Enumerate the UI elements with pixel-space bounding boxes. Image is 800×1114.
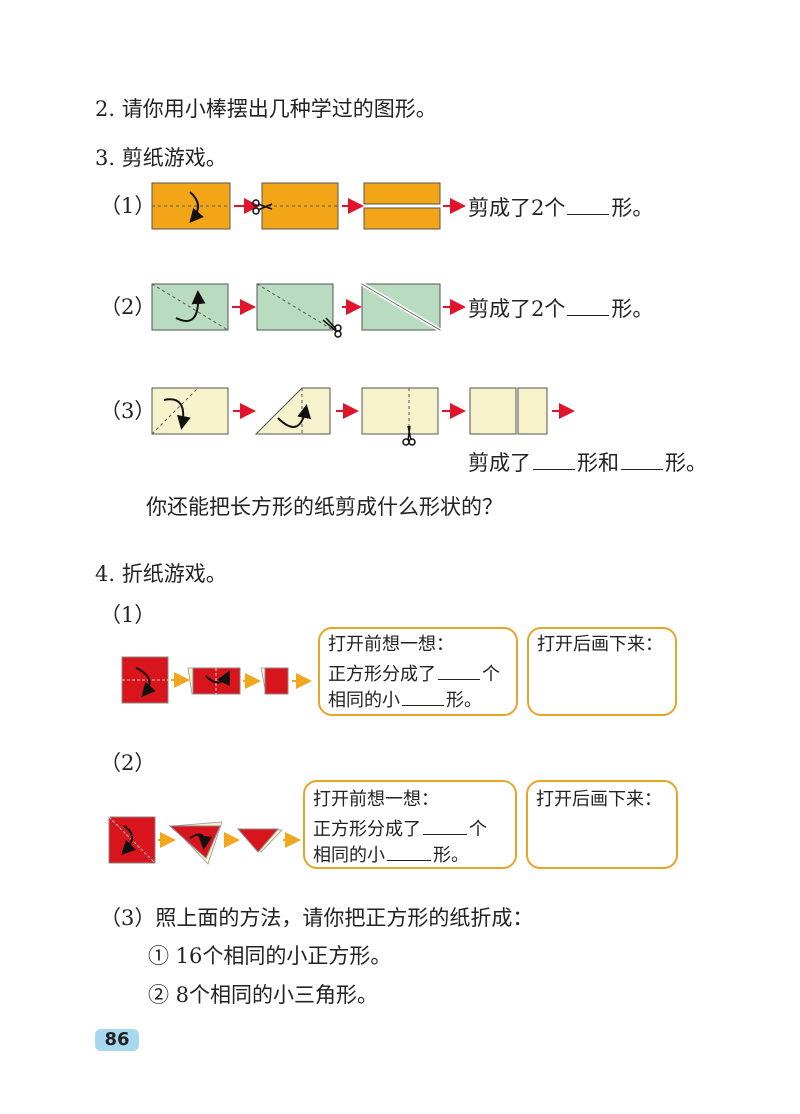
q3-extension-question: 你还能把长方形的纸剪成什么形状的？ — [146, 495, 503, 519]
question-2: 2. 请你用小棒摆出几种学过的图形。 — [95, 97, 437, 121]
draw-title: 打开后画下来： — [536, 789, 662, 810]
think-line-2: 相同的小形。 — [313, 842, 469, 868]
q3-part2-result: 剪成了2个形。 — [468, 297, 654, 321]
q4-part1-think-box: 打开前想一想： 正方形分成了个 相同的小形。 — [318, 627, 518, 716]
cut-row-1 — [151, 182, 466, 230]
q4-part1-draw-box[interactable]: 打开后画下来： — [527, 627, 677, 716]
answer-blank[interactable] — [402, 687, 444, 706]
q4-part3-label: （3）照上面的方法，请你把正方形的纸折成： — [100, 906, 534, 930]
think-line-1: 正方形分成了个 — [313, 816, 487, 842]
question-4-title: 4. 折纸游戏。 — [95, 562, 227, 586]
q4-part2-think-box: 打开前想一想： 正方形分成了个 相同的小形。 — [303, 780, 517, 869]
scissors-icon — [252, 199, 273, 215]
scissors-icon — [322, 317, 342, 338]
q3-part1-result: 剪成了2个形。 — [468, 196, 654, 220]
think-line-2: 相同的小形。 — [328, 687, 482, 713]
answer-blank[interactable] — [567, 297, 610, 316]
think-line-1: 正方形分成了个 — [328, 661, 500, 687]
question-3-title: 3. 剪纸游戏。 — [95, 146, 227, 170]
answer-blank[interactable] — [423, 816, 467, 835]
q3-part3-label: （3） — [100, 399, 156, 423]
answer-blank[interactable] — [621, 451, 663, 470]
q3-part3-result: 剪成了形和形。 — [468, 451, 707, 475]
q4-part1-label: （1） — [100, 603, 156, 627]
answer-blank[interactable] — [438, 661, 480, 680]
q4-part2-draw-box[interactable]: 打开后画下来： — [526, 780, 678, 869]
q4-part3-item-2: ② 8个相同的小三角形。 — [148, 983, 379, 1007]
cut-row-3 — [151, 387, 575, 446]
q4-part3-item-1: ① 16个相同的小正方形。 — [148, 944, 392, 968]
page-number: 86 — [95, 1029, 139, 1051]
answer-blank[interactable] — [387, 842, 431, 861]
fold-row-2 — [108, 816, 301, 865]
scissors-icon — [402, 425, 416, 446]
q3-part2-label: （2） — [100, 295, 156, 319]
answer-blank[interactable] — [567, 196, 610, 215]
q4-part2-label: （2） — [100, 751, 156, 775]
cut-row-2 — [151, 282, 466, 338]
think-title: 打开前想一想： — [313, 789, 439, 810]
think-title: 打开前想一想： — [328, 634, 454, 655]
q3-part1-label: （1） — [100, 194, 156, 218]
draw-title: 打开后画下来： — [537, 634, 663, 655]
answer-blank[interactable] — [533, 451, 575, 470]
